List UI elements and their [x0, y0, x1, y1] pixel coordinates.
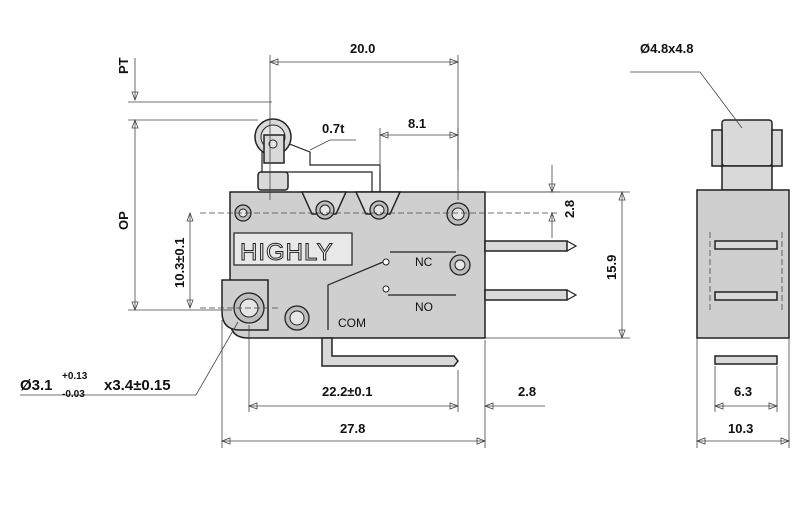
- dim-hole-spacing: 22.2±0.1: [322, 384, 373, 399]
- pt-label: PT: [116, 57, 131, 74]
- terminal-nc-tip: [566, 240, 578, 252]
- schematic-com-arm: [327, 261, 384, 330]
- dim-side-inner-width: 6.3: [734, 384, 752, 399]
- dim-lever-thickness: 0.7t: [322, 121, 345, 136]
- dim-mount-height: 10.3±0.1: [172, 237, 187, 288]
- mount-hole-top-right-inner: [451, 207, 465, 221]
- plunger: [257, 171, 289, 191]
- dim-roller: Ø4.8x4.8: [640, 41, 694, 56]
- terminal-hole-1-inner: [319, 204, 331, 216]
- mount-hole-bottom-mid-inner: [289, 310, 305, 326]
- dim-terminal-offset: 2.8: [562, 200, 577, 218]
- roller-axle-block: [263, 134, 285, 164]
- terminal-no-tip: [566, 289, 578, 301]
- side-terminal-3: [714, 355, 778, 365]
- nc-label: NC: [415, 255, 433, 269]
- terminal-nc: [484, 240, 568, 252]
- no-label: NO: [415, 300, 433, 314]
- side-roller-bracket-right: [771, 129, 783, 167]
- op-label: OP: [116, 211, 131, 230]
- terminal-hole-2-inner: [373, 204, 385, 216]
- dim-body-height: 15.9: [604, 255, 619, 280]
- front-view: HIGHLY NC NO COM: [200, 118, 578, 367]
- roller-pin: [268, 139, 278, 149]
- dim-mount-hole-tol-lower: -0.03: [62, 389, 85, 400]
- dim-side-width: 10.3: [728, 421, 753, 436]
- dim-mount-hole: Ø3.1: [20, 377, 53, 394]
- schematic-nc-node: [382, 258, 390, 266]
- brand-logo: HIGHLY: [240, 239, 334, 266]
- front-dimensions: 20.0 PT OP 10.3±0.1 0.7t 8.1 2: [20, 41, 630, 448]
- side-view: Ø4.8x4.8 6.3 10.3: [630, 41, 791, 448]
- com-label: COM: [338, 316, 366, 330]
- terminal-com: [321, 337, 459, 367]
- side-roller: [721, 119, 773, 167]
- side-plunger: [721, 165, 773, 191]
- side-terminal-2: [714, 291, 778, 301]
- schematic-no-node: [382, 285, 390, 293]
- mount-hole-right-inner: [454, 259, 466, 271]
- dim-mount-hole-tol-upper: +0.13: [62, 371, 88, 382]
- dim-overall-length: 27.8: [340, 421, 365, 436]
- side-terminal-1: [714, 240, 778, 250]
- side-roller-bracket-left: [711, 129, 723, 167]
- dim-terminal-spacing: 8.1: [408, 116, 426, 131]
- side-body: [696, 189, 790, 339]
- brand-plate: [233, 232, 353, 266]
- dim-terminal-protrusion: 2.8: [518, 384, 536, 399]
- dim-mount-hole-depth: x3.4±0.15: [104, 377, 171, 394]
- dim-overall-top-width: 20.0: [350, 41, 375, 56]
- terminal-no: [484, 289, 568, 301]
